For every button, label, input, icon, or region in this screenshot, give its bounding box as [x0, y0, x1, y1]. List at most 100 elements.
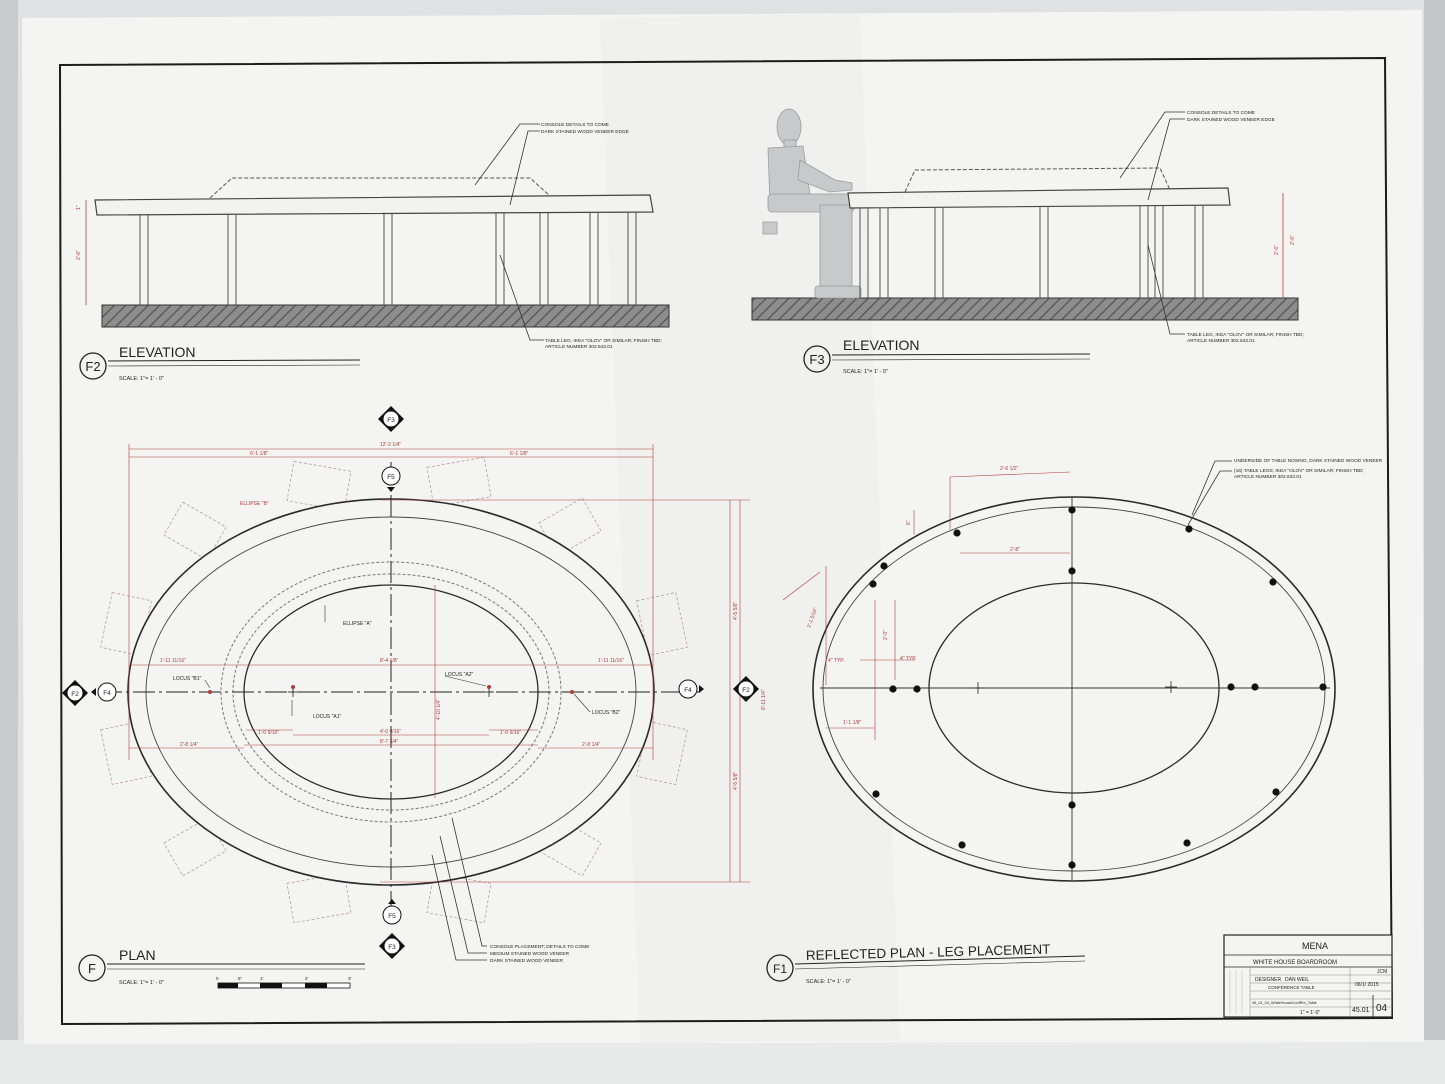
- scale-bar: 0 6" 1' 2' 3': [216, 976, 352, 989]
- title-block-designer: DAN WEIL: [1285, 977, 1309, 983]
- svg-text:F4: F4: [103, 690, 111, 697]
- leg-dot: [1183, 839, 1191, 847]
- f1-view-marker: [766, 954, 794, 982]
- leg-dot: [1251, 683, 1259, 691]
- f3-right-dim: 2'-6": [1290, 235, 1296, 245]
- dim-half-right: 6'-1 1/8": [510, 451, 529, 457]
- leg-dot: [1068, 567, 1076, 575]
- title-block-company: MENA: [1302, 941, 1328, 951]
- dim-inner-minor: 4'-10 1/4": [436, 699, 442, 720]
- dim-bottom-span: 8'-7 3/4": [380, 739, 399, 745]
- dim-locus-span: 4'-0 9/16": [380, 729, 401, 735]
- svg-text:F5: F5: [388, 913, 396, 920]
- plan-note-medium-veneer: MEDIUM STAINED WOOD VENEER: [490, 951, 570, 957]
- f1-dim-vert: 2'-0": [883, 630, 889, 640]
- table-top: [847, 187, 1231, 209]
- leg-dot: [1319, 683, 1327, 691]
- f3-view-id: F3: [809, 352, 824, 367]
- section-marker-f5-bottom: F5: [382, 899, 402, 925]
- f2-view-id: F2: [85, 359, 100, 374]
- title-block-scale: 1" = 1'-0": [1300, 1010, 1320, 1016]
- dim-overall-width: 12'-2 1/4": [380, 442, 401, 448]
- table-leg-dots: [869, 506, 1327, 869]
- f-view-id: F: [88, 961, 96, 976]
- dim-locus-offset-right: 1'-0 9/16": [500, 730, 521, 736]
- f1-view-id: F1: [773, 962, 787, 976]
- scale-bar-label: 6": [238, 976, 243, 981]
- f1-scale: SCALE: 1"= 1' - 0": [806, 979, 851, 985]
- leg-dot: [958, 841, 966, 849]
- label-ellipse-a: ELLIPSE "A": [343, 621, 372, 627]
- leg-dot: [1269, 578, 1277, 586]
- elevation-f2: 2'-6" 1" CONSOLE DETAILS TO COME DARK ST…: [76, 122, 670, 382]
- f1-dim-typ-b: 4" TYP.: [900, 656, 916, 662]
- console-ring-outer: [220, 561, 562, 823]
- plan-f: 12'-2 1/4" 6'-1 1/8" 6'-1 1/8" 8'-4 1/8"…: [62, 406, 767, 989]
- section-marker-f2-left: F2: [62, 680, 88, 706]
- f2-note-leg-2: ARTICLE NUMBER 302.643.01: [545, 344, 613, 350]
- f3-note-leg-1: TABLE LEG, IKEA "OLOV" OR SIMILAR; FINIS…: [1187, 332, 1304, 338]
- leg-dot: [913, 685, 921, 693]
- table-legs: [139, 212, 637, 305]
- svg-text:F5: F5: [387, 474, 395, 481]
- dim-side-right: 1'-11 11/16": [598, 658, 624, 664]
- section-marker-f5-top: F5: [381, 466, 401, 492]
- title-block-page: 04: [1376, 1003, 1388, 1014]
- leg-dot: [1227, 683, 1235, 691]
- f3-note-leg-2: ARTICLE NUMBER 302.643.01: [1187, 338, 1255, 344]
- section-marker-f3-bottom: F3: [379, 933, 405, 959]
- label-ellipse-b: ELLIPSE "B": [240, 501, 269, 507]
- f1-note-legs-2: ARTICLE NUMBER 302.643.01: [1234, 474, 1302, 480]
- title-block-sheet: 45.01: [1352, 1007, 1370, 1014]
- f1-dim-six: 6": [906, 520, 912, 525]
- leg-dot: [1068, 801, 1076, 809]
- seated-person-figure: [762, 108, 862, 299]
- f2-top-dim: 1": [76, 205, 82, 210]
- leg-dot: [1185, 525, 1193, 533]
- reflected-plan-f1: 2'-6 1/2" 2'-8" 4" TYP. 4" TYP. 2'-1 5/1…: [766, 458, 1383, 985]
- floor-hatch: [101, 304, 670, 328]
- elevation-f3: 2'-6" 2'-6" CONSOLE DETAILS TO COME DARK…: [751, 108, 1304, 375]
- leg-dot: [869, 580, 877, 588]
- dim-lower-right: 2'-8 1/4": [582, 742, 601, 748]
- console-outline: [209, 177, 551, 199]
- title-block-date: 06/1/ 2015: [1355, 982, 1379, 988]
- section-marker-f3-top: F3: [378, 406, 404, 432]
- f3-note-console: CONSOLE DETAILS TO COME: [1187, 110, 1255, 116]
- leg-dot: [1068, 506, 1076, 514]
- label-locus-b1: LOCUS "B1": [173, 676, 202, 682]
- leg-dot: [872, 790, 880, 798]
- label-locus-a2: LOCUS "A2": [445, 672, 474, 678]
- f2-scale: SCALE: 1"= 1' - 0": [119, 376, 164, 382]
- dim-inner-major: 8'-4 1/8": [380, 658, 399, 664]
- f3-note-edge: DARK STAINED WOOD VENEER EDGE: [1187, 117, 1275, 123]
- f1-dim-typ-a: 4" TYP.: [828, 658, 844, 664]
- f-view-marker: [78, 954, 106, 982]
- f1-dim-small: 1'-1 1/8": [843, 720, 862, 726]
- leg-dot: [1068, 861, 1076, 869]
- dim-side-left: 1'-11 11/16": [160, 658, 186, 664]
- table-top: [94, 194, 654, 216]
- f3-scale: SCALE: 1"= 1' - 0": [843, 369, 888, 375]
- title-block-initials: JCM: [1377, 969, 1387, 975]
- label-locus-b2: LOCUS "B2": [592, 710, 621, 716]
- f3-title: ELEVATION: [843, 337, 920, 353]
- label-locus-a1: LOCUS "A1": [313, 714, 342, 720]
- f3-view-marker: [803, 345, 831, 373]
- title-block-drawing: CONFERENCE TABLE: [1268, 985, 1315, 990]
- f1-note-legs-1: (16) TABLE LEGS; IKEA "OLOV" OR SIMILAR;…: [1234, 468, 1364, 474]
- svg-text:F4: F4: [684, 687, 692, 694]
- scale-bar-label: 1': [260, 976, 264, 981]
- f-scale: SCALE: 1"= 1' - 0": [119, 980, 164, 986]
- console-outline: [904, 167, 1171, 193]
- f2-view-marker: [79, 352, 107, 380]
- svg-text:F3: F3: [387, 417, 395, 424]
- dim-lower-left: 2'-8 1/4": [180, 742, 199, 748]
- plan-note-dark-veneer: DARK STAINED WOOD VENEER: [490, 958, 563, 964]
- sheet-border: [58, 56, 1394, 1026]
- dim-height-top: 4'-5 5/8": [733, 601, 739, 620]
- title-block-designer-label: DESIGNER: [1255, 977, 1282, 983]
- title-block-project: WHITE HOUSE BOARDROOM: [1253, 960, 1337, 966]
